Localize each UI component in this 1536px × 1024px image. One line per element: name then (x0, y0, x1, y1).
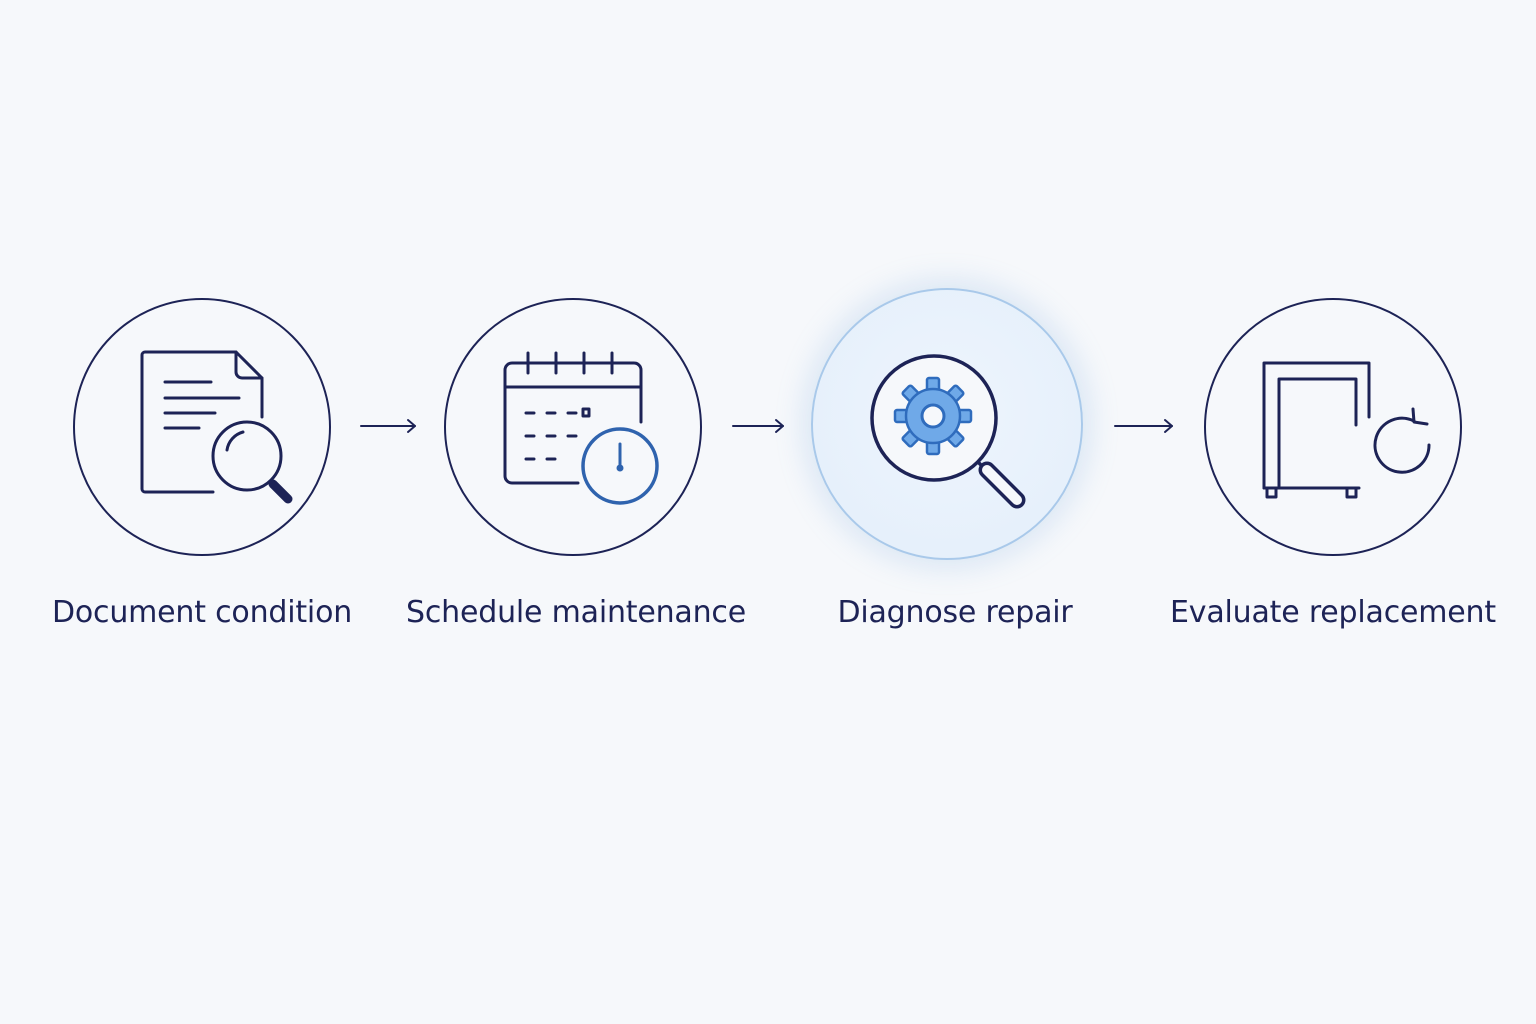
document-search-icon (140, 350, 293, 504)
step-label-evaluate-replacement: Evaluate replacement (1170, 595, 1496, 630)
step-document-condition (73, 298, 331, 556)
step-label-document-condition: Document condition (51, 595, 353, 630)
step-label-schedule-maintenance: Schedule maintenance (406, 595, 746, 630)
arrow-right-icon (360, 419, 416, 433)
step-evaluate-replacement (1204, 298, 1462, 556)
step-diagnose-repair (811, 288, 1083, 560)
step-schedule-maintenance (444, 298, 702, 556)
calendar-clock-icon (503, 351, 659, 505)
arrow-right-icon (732, 419, 784, 433)
step-label-diagnose-repair: Diagnose repair (837, 595, 1073, 630)
arrow-right-icon (1114, 419, 1173, 433)
gear-magnifier-icon (870, 354, 1026, 509)
cabinet-refresh-icon (1262, 361, 1431, 499)
